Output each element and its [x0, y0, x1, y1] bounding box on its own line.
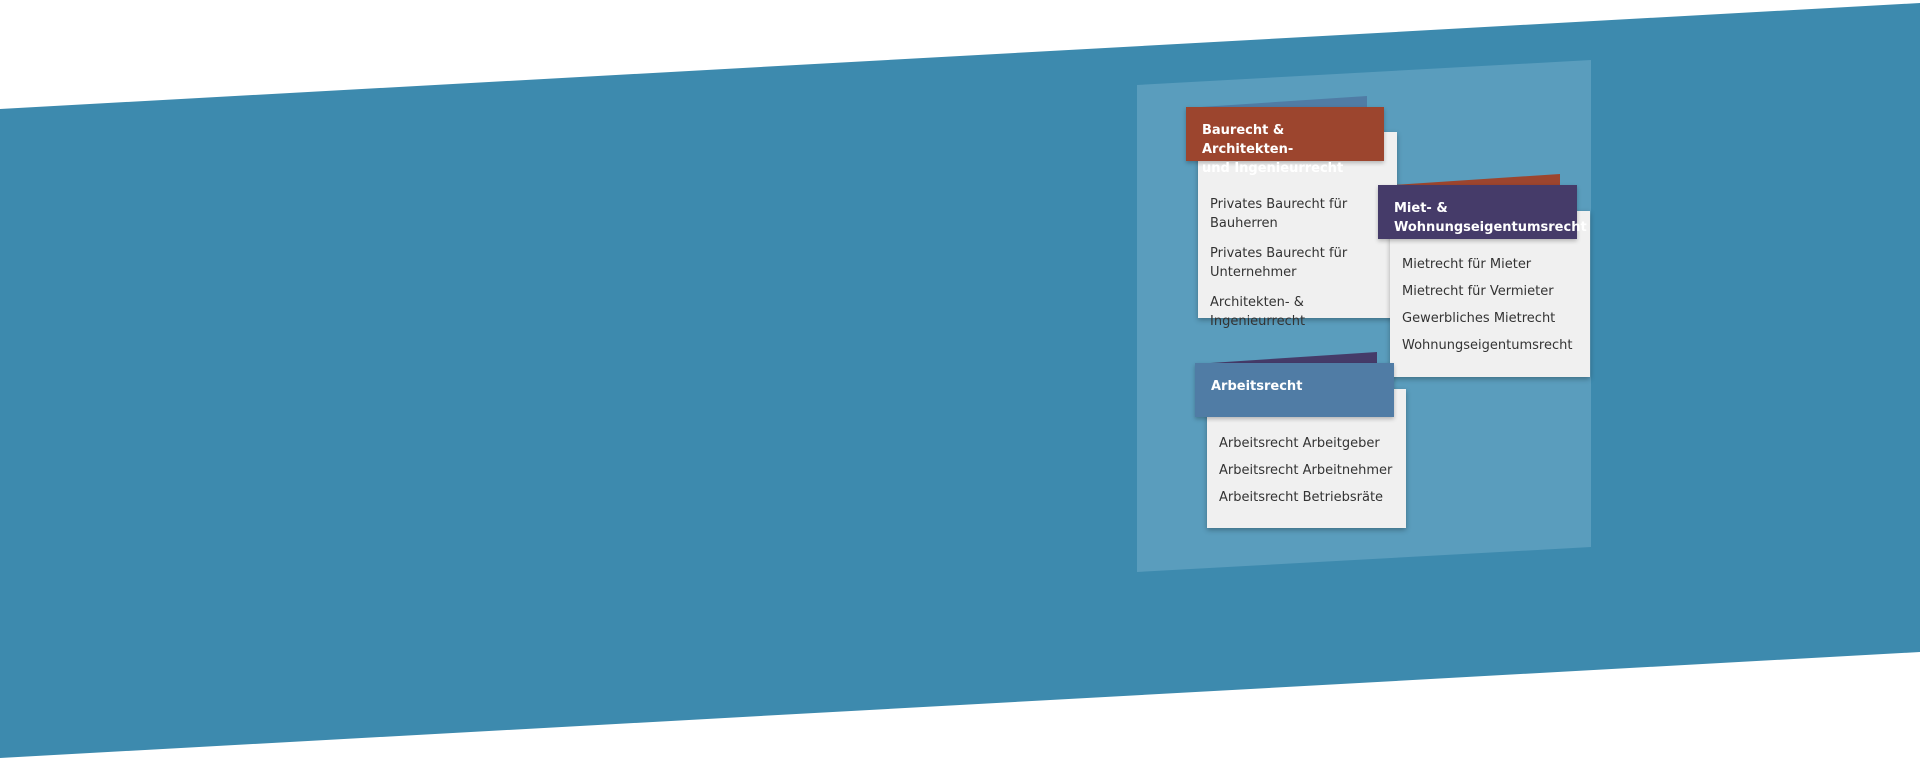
card-title: Wohnungseigentumsrecht — [1394, 220, 1587, 235]
card-header[interactable]: Baurecht & Architekten- und Ingenieurrec… — [1186, 107, 1384, 176]
card-header[interactable]: Miet- & Wohnungseigentumsrecht — [1378, 185, 1587, 239]
list-item[interactable]: Arbeitsrecht Arbeitgeber — [1219, 436, 1380, 451]
card-header[interactable]: Arbeitsrecht — [1195, 363, 1394, 417]
item-line: Unternehmer — [1210, 265, 1297, 280]
card-title: Miet- & — [1394, 201, 1448, 216]
card-title: und Ingenieurrecht — [1202, 161, 1344, 176]
list-item[interactable]: Arbeitsrecht Arbeitnehmer — [1219, 463, 1393, 478]
list-item[interactable]: Gewerbliches Mietrecht — [1402, 311, 1556, 326]
card-title: Baurecht & Architekten- — [1202, 123, 1294, 157]
item-line: Privates Baurecht für — [1210, 197, 1348, 212]
card-title: Arbeitsrecht — [1211, 379, 1303, 394]
blue-band — [0, 3, 1920, 758]
list-item[interactable]: Architekten- & Ingenieurrecht — [1210, 293, 1305, 331]
list-item[interactable]: Mietrecht für Vermieter — [1402, 284, 1554, 299]
list-item[interactable]: Wohnungseigentumsrecht — [1402, 338, 1573, 353]
item-line: Architekten- & — [1210, 295, 1304, 310]
item-line: Bauherren — [1210, 216, 1278, 231]
list-item[interactable]: Arbeitsrecht Betriebsräte — [1219, 490, 1384, 505]
list-item[interactable]: Mietrecht für Mieter — [1402, 257, 1532, 272]
item-line: Ingenieurrecht — [1210, 314, 1306, 329]
item-line: Privates Baurecht für — [1210, 246, 1348, 261]
